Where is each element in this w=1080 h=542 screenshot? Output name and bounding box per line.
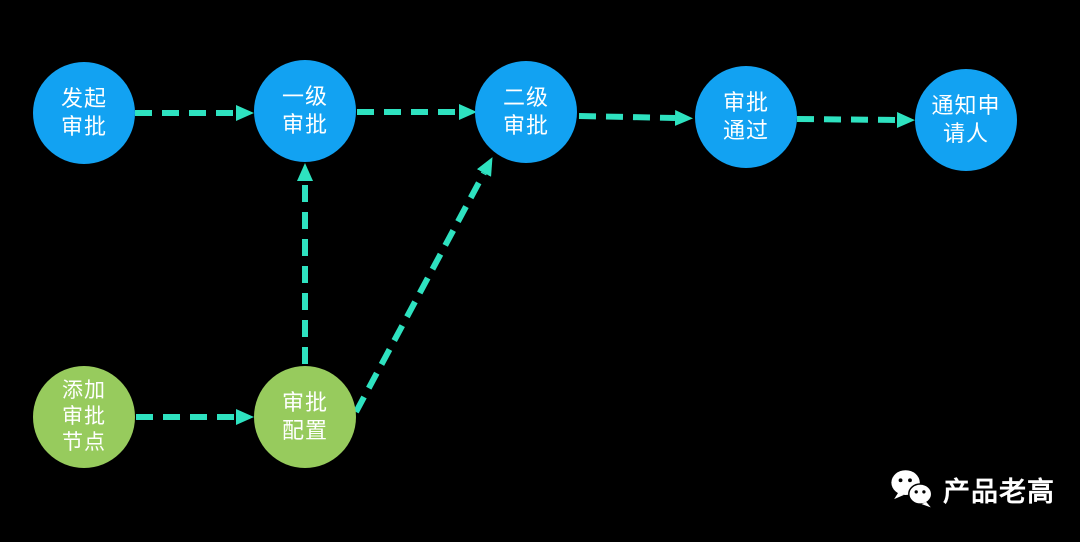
node-label-line: 通知申 <box>931 93 1001 118</box>
node-label-line: 审批 <box>60 114 107 139</box>
node-label-line: 配置 <box>281 418 328 443</box>
node-label-line: 节点 <box>62 431 106 454</box>
node-notify-applicant: 通知申 请人 <box>915 69 1017 171</box>
brand-footer: 产品老高 <box>890 468 1055 510</box>
brand-name: 产品老高 <box>943 476 1055 507</box>
wechat-icon <box>891 470 933 508</box>
node-initiate-approval: 发起 审批 <box>33 62 135 164</box>
edge-config-to-level2 <box>353 157 493 414</box>
edge-passed-to-notify <box>796 112 915 128</box>
node-label-line: 通过 <box>722 118 769 143</box>
node-level2-approval: 二级 审批 <box>475 61 577 163</box>
node-label-line: 发起 <box>60 86 107 111</box>
node-approval-passed: 审批 通过 <box>695 66 797 168</box>
node-label-line: 审批 <box>502 113 549 138</box>
node-label-line: 添加 <box>62 379 106 402</box>
node-label-line: 审批 <box>281 390 328 415</box>
node-label-line: 二级 <box>502 85 549 110</box>
node-approval-config: 审批 配置 <box>254 366 356 468</box>
node-level1-approval: 一级 审批 <box>254 60 356 162</box>
node-label-line: 请人 <box>942 121 989 146</box>
node-add-approval-node: 添加 审批 节点 <box>33 366 135 468</box>
node-label-line: 审批 <box>722 90 769 115</box>
node-label-line: 审批 <box>62 405 106 428</box>
node-label-line: 一级 <box>281 84 328 109</box>
edge-level2-to-passed <box>578 110 693 126</box>
node-label-line: 审批 <box>281 112 328 137</box>
